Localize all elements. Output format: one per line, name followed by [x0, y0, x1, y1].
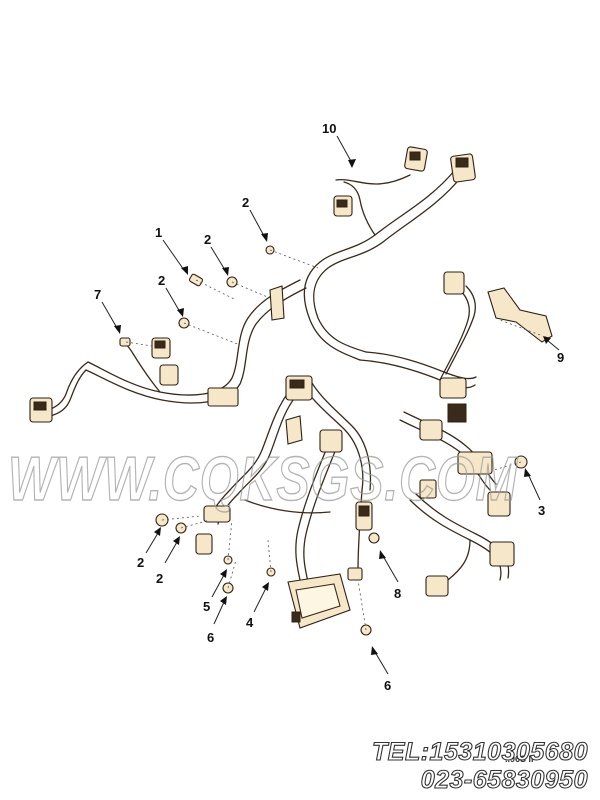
callout-1: 1	[155, 225, 162, 240]
callout-6: 6	[207, 630, 214, 645]
callout-10: 10	[322, 121, 336, 136]
contact-telephone: TEL:15310305680	[371, 738, 588, 766]
watermark: WWW.CQKSGS.COM	[8, 445, 518, 514]
callout-4: 4	[246, 615, 254, 630]
callout-5: 5	[203, 599, 210, 614]
main-harness	[47, 169, 510, 583]
ecm-module	[287, 573, 351, 629]
callout-2: 2	[156, 571, 163, 586]
callout-8: 8	[394, 586, 401, 601]
callout-2: 2	[242, 195, 249, 210]
callout-3: 3	[538, 503, 545, 518]
callout-6: 6	[384, 678, 391, 693]
callout-2: 2	[158, 273, 165, 288]
contact-phone-number: 023-65830950	[420, 766, 588, 794]
callout-2: 2	[137, 555, 144, 570]
callout-labels: 10 2 1 2 2 7 9 3 2 2 5 6 4 8 6	[94, 121, 564, 693]
leader-arrows	[101, 135, 560, 675]
callout-2: 2	[204, 232, 211, 247]
callout-7: 7	[94, 287, 101, 302]
connectors	[29, 146, 553, 629]
callout-9: 9	[557, 350, 564, 365]
figure-code: ..96S II	[505, 754, 534, 764]
reference-lines	[125, 249, 541, 631]
